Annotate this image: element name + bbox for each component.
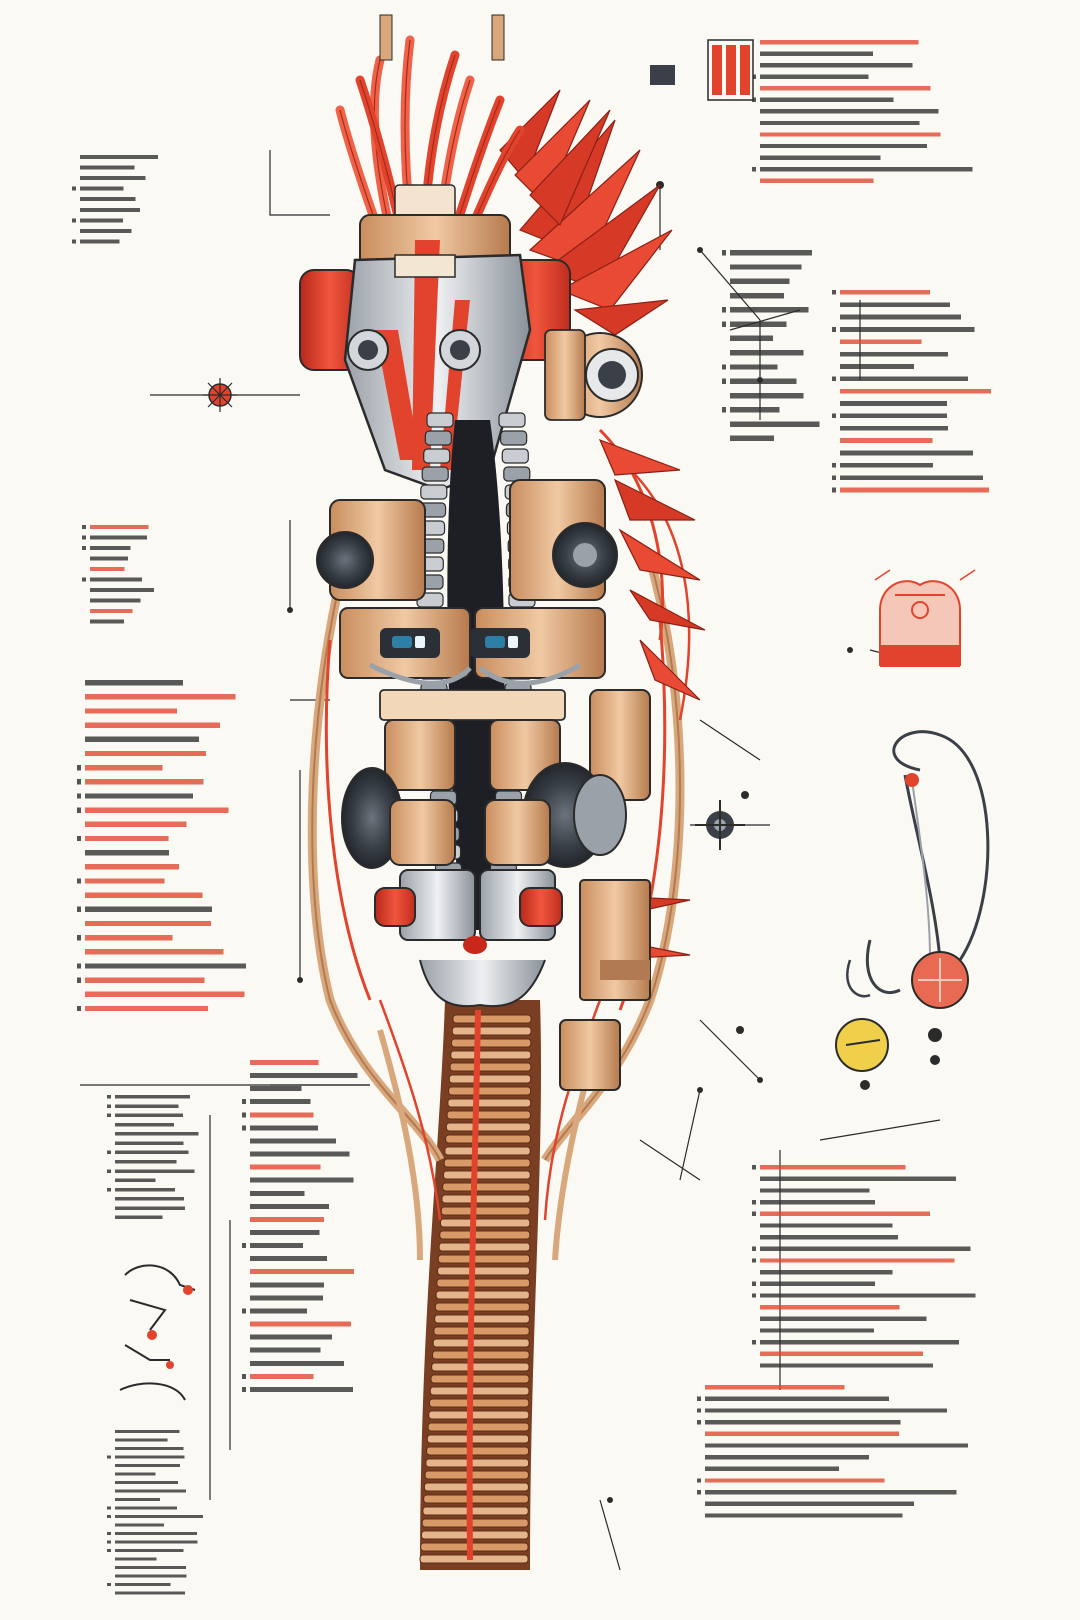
text-block-right-bottom-notes [697,1385,968,1518]
text-block-left-mid-notes [82,525,154,624]
text-block-center-left-notes [242,1060,358,1392]
spine-tail [419,1000,542,1570]
text-block-top-right-spec [752,40,973,183]
dorsal-fin-spikes [499,89,706,961]
compass-star-icon [695,800,745,850]
text-block-bottom-table-left [107,1430,204,1595]
cable-loop-icon [846,730,990,1009]
text-block-left-bottom-table [107,1095,199,1220]
inset-red-dome [874,569,976,667]
vertebrae-segments [419,1014,532,1564]
linkage-sketch [119,1264,196,1401]
top-right-cylinders [650,39,754,101]
sun-gear-icon [203,378,237,412]
text-block-right-lower-table [752,1165,976,1368]
illegible-text-blocks [72,40,992,1595]
text-block-left-lower-notes [77,680,247,1012]
lens-eye-icon [392,636,412,648]
gear-wheel-icon [316,531,374,589]
text-block-top-left-note [72,155,159,244]
text-block-right-mid-notes [722,250,820,442]
text-block-right-upper-notes [832,290,992,493]
crown-feathers [335,14,525,240]
inset-yellow-gauge [835,1018,942,1090]
torso-mechanism [316,412,651,1091]
